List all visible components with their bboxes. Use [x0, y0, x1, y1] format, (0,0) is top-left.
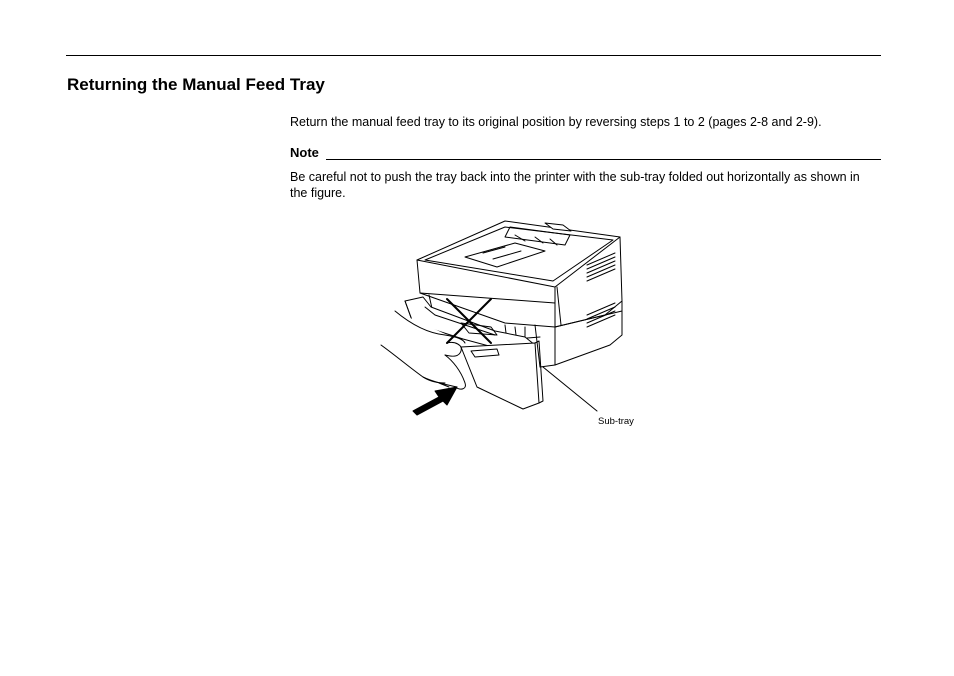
push-arrow-icon — [412, 386, 458, 416]
intro-paragraph: Return the manual feed tray to its origi… — [290, 115, 822, 129]
cross-mark-icon — [446, 298, 492, 344]
section-title: Returning the Manual Feed Tray — [67, 75, 325, 94]
callout-subtray-label: Sub-tray — [598, 416, 634, 427]
header-rule — [66, 55, 881, 56]
note-body: Be careful not to push the tray back int… — [290, 170, 860, 200]
callout-leader — [542, 366, 598, 412]
note-label: Note — [290, 145, 319, 160]
note-rule — [325, 159, 881, 160]
hand-illustration — [380, 310, 466, 390]
printer-illustration — [404, 220, 623, 410]
note-heading: Note — [290, 145, 881, 161]
figure-printer-subtray — [365, 215, 655, 435]
